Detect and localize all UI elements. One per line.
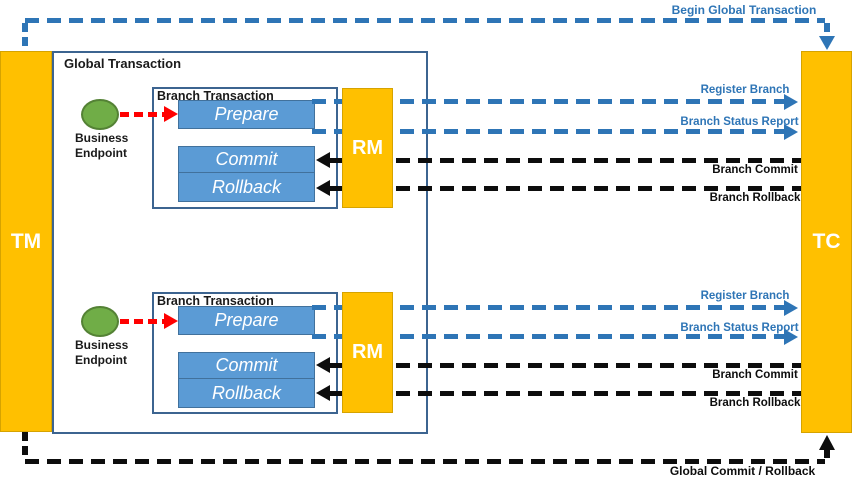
branch-rollback-line-2: [330, 391, 801, 396]
business-endpoint-line2: Endpoint: [75, 353, 127, 367]
begin-global-transaction-riser: [22, 23, 28, 52]
business-endpoint-line2: Endpoint: [75, 146, 127, 160]
register-branch-label-2: Register Branch: [700, 290, 790, 302]
branch-transaction-label: Branch Transaction: [157, 89, 274, 103]
register-branch-line-1: [312, 99, 784, 104]
begin-global-transaction-label: Begin Global Transaction: [671, 3, 817, 17]
begin-global-transaction-arrow: [819, 36, 835, 50]
business-endpoint-label-2: Business Endpoint: [75, 338, 128, 368]
branch-rollback-arrow-2: [316, 385, 330, 401]
register-branch-label-1: Register Branch: [700, 84, 790, 96]
register-branch-arrow-1: [784, 94, 798, 110]
invoke-arrow-line-2: [120, 319, 165, 324]
branch-commit-line-1: [330, 158, 801, 163]
begin-global-transaction-line: [25, 18, 825, 23]
rm-node-1: RM: [342, 88, 393, 208]
rm-node-2: RM: [342, 292, 393, 413]
register-branch-line-2: [312, 305, 784, 310]
commit-box-2: Commit: [178, 352, 315, 379]
branch-rollback-label-2: Branch Rollback: [709, 397, 801, 409]
register-branch-arrow-2: [784, 300, 798, 316]
begin-global-transaction-drop: [824, 23, 830, 37]
branch-status-report-label-1: Branch Status Report: [680, 116, 799, 128]
global-commit-rollback-riser: [824, 449, 830, 460]
global-commit-rollback-line: [25, 459, 825, 464]
branch-rollback-line-1: [330, 186, 801, 191]
prepare-box-1: Prepare: [178, 100, 315, 129]
rollback-box-1: Rollback: [178, 172, 315, 202]
global-commit-rollback-arrow: [819, 435, 835, 450]
prepare-box-2: Prepare: [178, 306, 315, 335]
branch-rollback-arrow-1: [316, 180, 330, 196]
global-commit-rollback-label: Global Commit / Rollback: [669, 464, 816, 478]
branch-commit-label-2: Branch Commit: [712, 369, 798, 381]
branch-commit-arrow-1: [316, 152, 330, 168]
branch-status-report-arrow-2: [784, 329, 798, 345]
business-endpoint-circle-2: [81, 306, 119, 337]
global-commit-rollback-drop: [22, 432, 28, 460]
tc-node: TC: [801, 51, 852, 433]
global-transaction-label: Global Transaction: [64, 56, 182, 71]
business-endpoint-circle-1: [81, 99, 119, 130]
branch-status-report-label-2: Branch Status Report: [680, 322, 799, 334]
branch-status-report-line-1: [312, 129, 784, 134]
branch-status-report-arrow-1: [784, 124, 798, 140]
branch-commit-arrow-2: [316, 357, 330, 373]
branch-status-report-line-2: [312, 334, 784, 339]
business-endpoint-line1: Business: [75, 338, 129, 352]
commit-box-1: Commit: [178, 146, 315, 173]
branch-commit-label-1: Branch Commit: [712, 164, 798, 176]
tm-node: TM: [0, 51, 52, 432]
business-endpoint-line1: Business: [75, 131, 129, 145]
business-endpoint-label-1: Business Endpoint: [75, 131, 128, 161]
invoke-arrow-head-2: [164, 313, 178, 329]
rollback-box-2: Rollback: [178, 378, 315, 408]
branch-rollback-label-1: Branch Rollback: [709, 192, 801, 204]
invoke-arrow-line-1: [120, 112, 165, 117]
invoke-arrow-head-1: [164, 106, 178, 122]
branch-transaction-label: Branch Transaction: [157, 294, 274, 308]
branch-commit-line-2: [330, 363, 801, 368]
